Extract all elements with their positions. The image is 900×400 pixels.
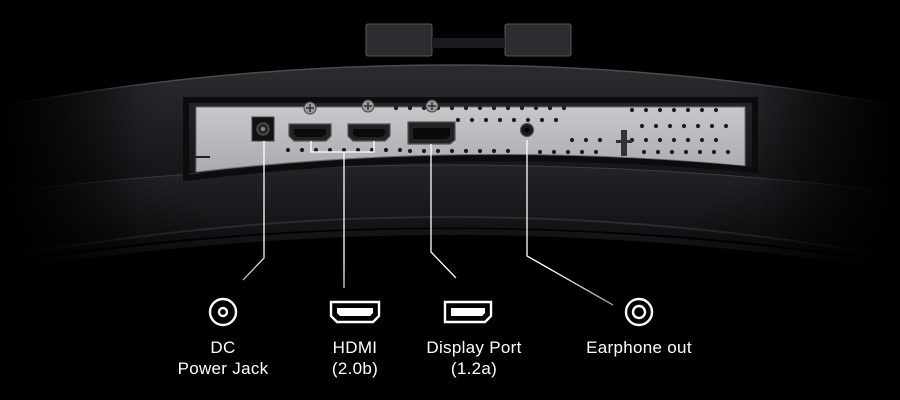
hdmi-port-icon [329, 300, 381, 324]
displayport-label-line-2: (1.2a) [450, 359, 498, 378]
hdmi-label-line-2: (2.0b) [331, 359, 379, 378]
earphone-jack-icon [624, 297, 654, 327]
earphone-label-line-1: Earphone out [586, 338, 692, 357]
dc-label-line-2: Power Jack [177, 359, 269, 378]
earphone-out-label: Earphone out [564, 337, 714, 358]
dc-power-jack-label: DC Power Jack [163, 337, 283, 379]
hdmi-label: HDMI (2.0b) [295, 337, 415, 379]
displayport-label: Display Port (1.2a) [404, 337, 544, 379]
displayport-label-line-1: Display Port [426, 338, 522, 357]
dc-label-line-1: DC [210, 338, 236, 357]
dc-jack-icon [208, 297, 238, 327]
displayport-icon [443, 300, 493, 324]
hdmi-label-line-1: HDMI [332, 338, 378, 357]
